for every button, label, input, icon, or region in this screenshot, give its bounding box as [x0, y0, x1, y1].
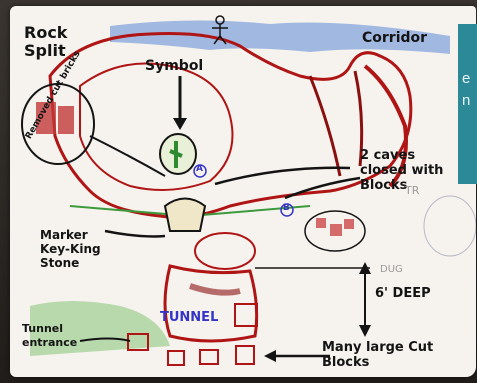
marker-b-label: B: [283, 203, 290, 213]
corridor-label: Corridor: [362, 30, 427, 46]
dug-label: DUG: [380, 264, 403, 275]
cut-block-5: [235, 304, 257, 326]
corridor-walls: [310, 71, 362, 176]
many-large-cut-blocks-label: Many large Cut Blocks: [322, 340, 433, 370]
caption-text-1: e: [462, 70, 470, 87]
blocks-arrowhead: [264, 350, 276, 362]
stone-outline: [195, 233, 255, 269]
rock-outline: [50, 34, 411, 218]
video-caption-panel: e n: [458, 24, 477, 184]
tunnel-shading: [190, 286, 240, 293]
cave-block-2: [330, 224, 342, 236]
marker-a-label: A: [196, 164, 203, 174]
tunnel-label: TUNNEL: [160, 310, 218, 325]
caption-text-2: n: [462, 92, 470, 109]
tunnel-entrance-label: Tunnel entrance: [22, 322, 77, 350]
rock-split-label: Rock Split: [24, 24, 67, 60]
cave-arrow-a: [215, 168, 350, 184]
cave-block-3: [344, 219, 354, 229]
cave-arrow-b: [285, 178, 360, 198]
cut-block-3: [200, 350, 218, 364]
cut-block-4: [236, 346, 254, 364]
keystone-arrow: [105, 231, 165, 236]
cave-block-1: [316, 218, 326, 228]
key-stone: [165, 199, 205, 232]
faint-circle: [424, 196, 476, 256]
depth-label: 6' DEEP: [375, 286, 431, 301]
marker-keyking-stone-label: Marker Key-King Stone: [40, 228, 101, 270]
symbol-arrowhead: [173, 118, 187, 130]
sketch-paper: Rock Split Corridor Symbol Removed cut b…: [10, 6, 476, 377]
symbol-label: Symbol: [145, 58, 203, 74]
brick-2: [58, 106, 74, 134]
faint-text: TR: [405, 184, 419, 197]
two-caves-label: 2 caves closed with Blocks: [360, 148, 443, 193]
cut-block-2: [168, 351, 184, 365]
